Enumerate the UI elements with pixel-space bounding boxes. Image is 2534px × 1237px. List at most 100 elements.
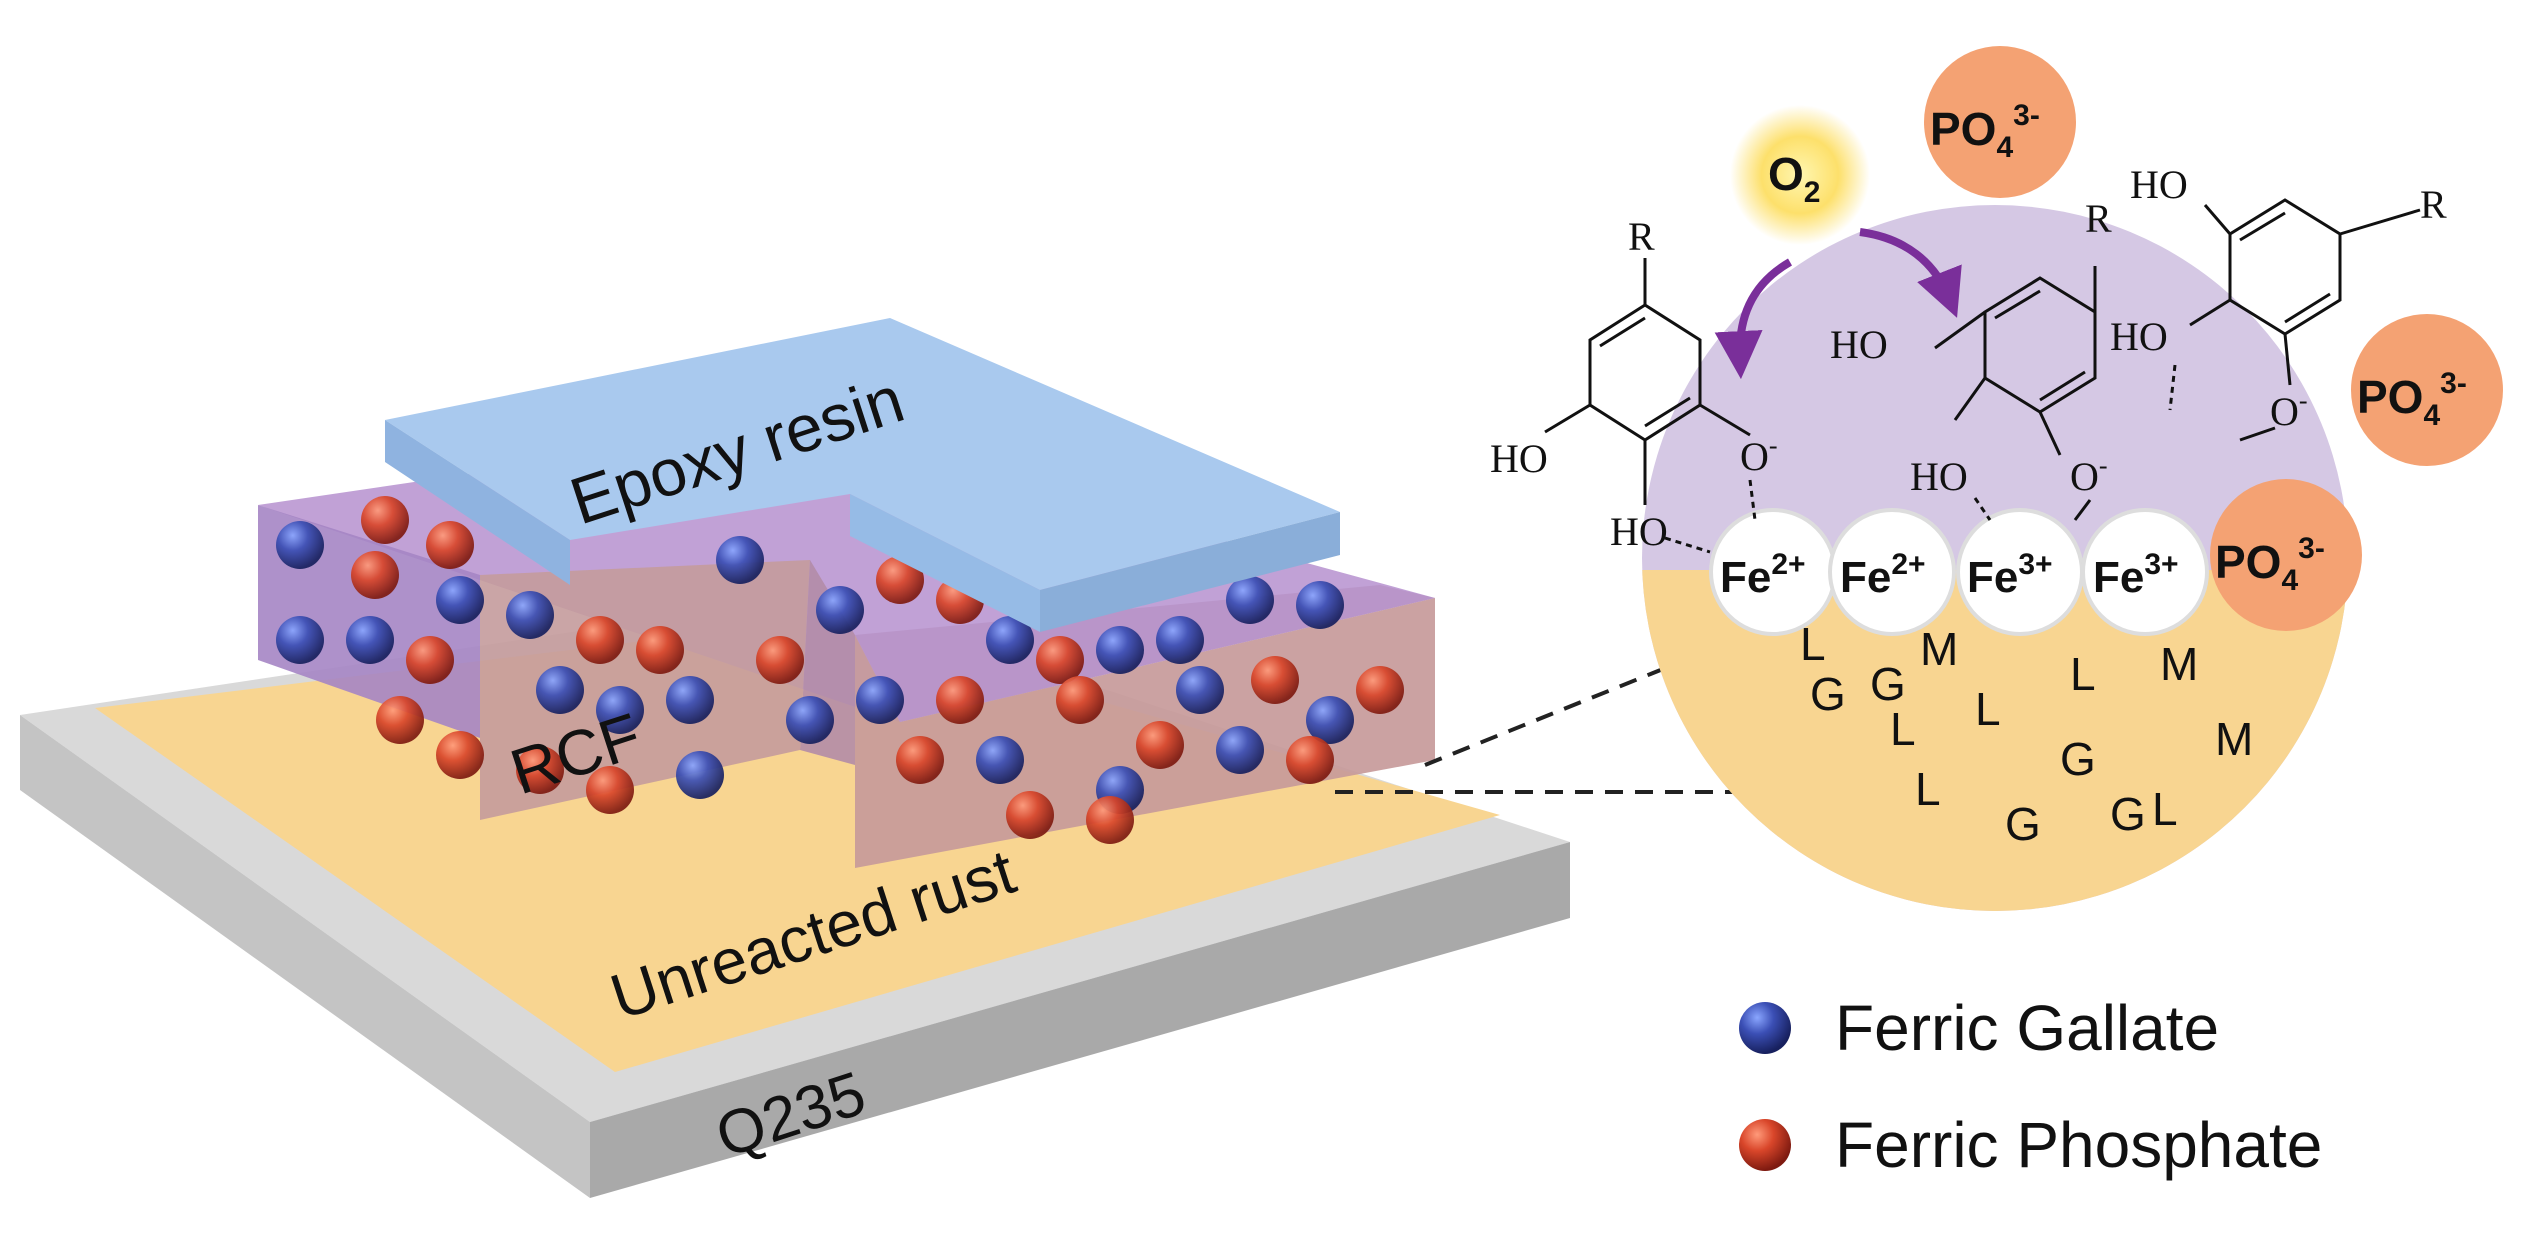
ferric-gallate-marker <box>1739 1002 1791 1054</box>
gallate-center-oxide: O- <box>2070 451 2108 499</box>
fe-symbol: Fe <box>1967 553 2018 602</box>
ferric-gallate-particle <box>1306 696 1354 744</box>
ferric-gallate-particle <box>276 521 324 569</box>
ferric-phosphate-particle <box>1086 796 1134 844</box>
ferric-phosphate-particle <box>406 636 454 684</box>
fe3-ion-2: Fe3+ <box>2081 508 2209 636</box>
o2-symbol: O <box>1768 148 1804 200</box>
fe-ion-row: Fe2+ Fe2+ Fe3+ Fe3+ PO43- <box>1709 479 2362 636</box>
ferric-gallate-particle <box>1216 726 1264 774</box>
fe-symbol: Fe <box>2093 553 2144 602</box>
oxygen-symbol: O <box>1740 434 1769 479</box>
ferric-phosphate-particle <box>876 556 924 604</box>
po4-symbol: PO <box>2215 536 2281 588</box>
ferric-gallate-particle <box>1156 616 1204 664</box>
po4-charge: 3- <box>2298 532 2325 565</box>
rcf-front-top <box>855 585 1435 722</box>
ferric-gallate-particle <box>666 676 714 724</box>
oxygen-symbol: O <box>2270 389 2299 434</box>
rust-composition-letter: G <box>2110 788 2146 840</box>
svg-text:PO43-: PO43- <box>1930 99 2040 164</box>
rust-composition-letter: M <box>2160 638 2198 690</box>
po4-symbol: PO <box>1930 103 1996 155</box>
gallate-molecule-right <box>2168 198 2421 442</box>
po4-subscript: 4 <box>2423 399 2440 432</box>
ferric-phosphate-marker <box>1739 1119 1791 1171</box>
steel-right-face <box>590 842 1570 1198</box>
epoxy-right-face <box>1040 512 1340 632</box>
rust-composition-letter: L <box>1890 703 1916 755</box>
epoxy-front-face <box>850 494 1040 632</box>
zoom-line-upper <box>1424 646 1716 767</box>
gallate-center-r: R <box>2085 196 2112 241</box>
po4-ion-top: PO43- <box>1924 46 2076 198</box>
ferric-gallate-particle <box>1096 626 1144 674</box>
ferric-phosphate-particle <box>436 731 484 779</box>
po4-subscript: 4 <box>2281 564 2298 597</box>
ferric-phosphate-particle <box>426 521 474 569</box>
ferric-phosphate-particle <box>516 746 564 794</box>
ferric-phosphate-particle <box>636 626 684 674</box>
gallate-molecule-left <box>1544 258 1757 554</box>
ferric-phosphate-particle <box>586 766 634 814</box>
ferric-phosphate-particle <box>896 736 944 784</box>
ferric-phosphate-particle <box>1286 736 1334 784</box>
fe2-ion-1: Fe2+ <box>1709 508 1837 636</box>
rust-composition-letter: G <box>2060 733 2096 785</box>
ferric-phosphate-particle <box>376 696 424 744</box>
ferric-gallate-particle <box>816 586 864 634</box>
gallate-left-ho-inner: HO <box>1610 509 1668 554</box>
legend: Ferric Gallate Ferric Phosphate <box>1739 992 2322 1181</box>
gallate-molecule-center <box>1934 266 2097 521</box>
rcf-particles <box>276 496 1404 844</box>
ferric-gallate-particle <box>856 676 904 724</box>
epoxy-layer <box>385 318 1340 632</box>
oxygen-charge: - <box>2299 386 2308 415</box>
ferric-gallate-particle <box>976 736 1024 784</box>
svg-text:Fe3+: Fe3+ <box>1967 548 2053 602</box>
ferric-phosphate-particle <box>1136 721 1184 769</box>
po4-ion-right: PO43- <box>2351 314 2503 466</box>
gallate-center-ho-lower: HO <box>1910 454 1968 499</box>
fe-symbol: Fe <box>1840 553 1891 602</box>
ferric-phosphate-particle <box>936 676 984 724</box>
ferric-gallate-particle <box>1296 581 1344 629</box>
ferric-phosphate-label: Ferric Phosphate <box>1835 1109 2322 1181</box>
rust-composition-letter: L <box>2070 648 2096 700</box>
gallate-right-ho-lower: HO <box>2110 314 2168 359</box>
ferric-phosphate-particle <box>1056 676 1104 724</box>
epoxy-top-face <box>385 318 1340 590</box>
gallate-right-oxide: O- <box>2270 386 2308 434</box>
rust-composition-letter: L <box>2152 783 2178 835</box>
ferric-gallate-particle <box>986 616 1034 664</box>
legend-item-ferric-phosphate: Ferric Phosphate <box>1739 1109 2322 1181</box>
po4-symbol: PO <box>2357 371 2423 423</box>
ferric-gallate-particle <box>786 696 834 744</box>
ferric-gallate-particle <box>506 591 554 639</box>
oxygen-molecule: O2 <box>1730 105 1870 245</box>
gallate-right-r: R <box>2420 182 2447 227</box>
gallate-left-r: R <box>1628 214 1655 259</box>
ferric-phosphate-particle <box>351 551 399 599</box>
ferric-gallate-label: Ferric Gallate <box>1835 992 2219 1064</box>
fe-charge: 3+ <box>2018 548 2052 581</box>
ferric-gallate-particle <box>596 686 644 734</box>
rust-composition-letter: M <box>1920 623 1958 675</box>
rust-composition-letter: G <box>1870 658 1906 710</box>
fe-charge: 3+ <box>2144 548 2178 581</box>
gallate-right-ho-upper: HO <box>2130 162 2188 207</box>
oxygen-charge: - <box>1769 431 1778 460</box>
svg-text:PO43-: PO43- <box>2357 367 2467 432</box>
ferric-gallate-particle <box>536 666 584 714</box>
fe2-ion-2: Fe2+ <box>1828 508 1956 636</box>
ferric-phosphate-particle <box>1356 666 1404 714</box>
ferric-gallate-particle <box>346 616 394 664</box>
fe3-ion-1: Fe3+ <box>1956 508 2084 636</box>
svg-text:O2: O2 <box>1768 148 1820 209</box>
oxidation-arrow-left <box>1714 258 1793 380</box>
rust-composition-letter: G <box>1810 668 1846 720</box>
rcf-notch-front <box>480 560 810 820</box>
fe-charge: 2+ <box>1891 548 1925 581</box>
svg-text:Fe3+: Fe3+ <box>2093 548 2179 602</box>
